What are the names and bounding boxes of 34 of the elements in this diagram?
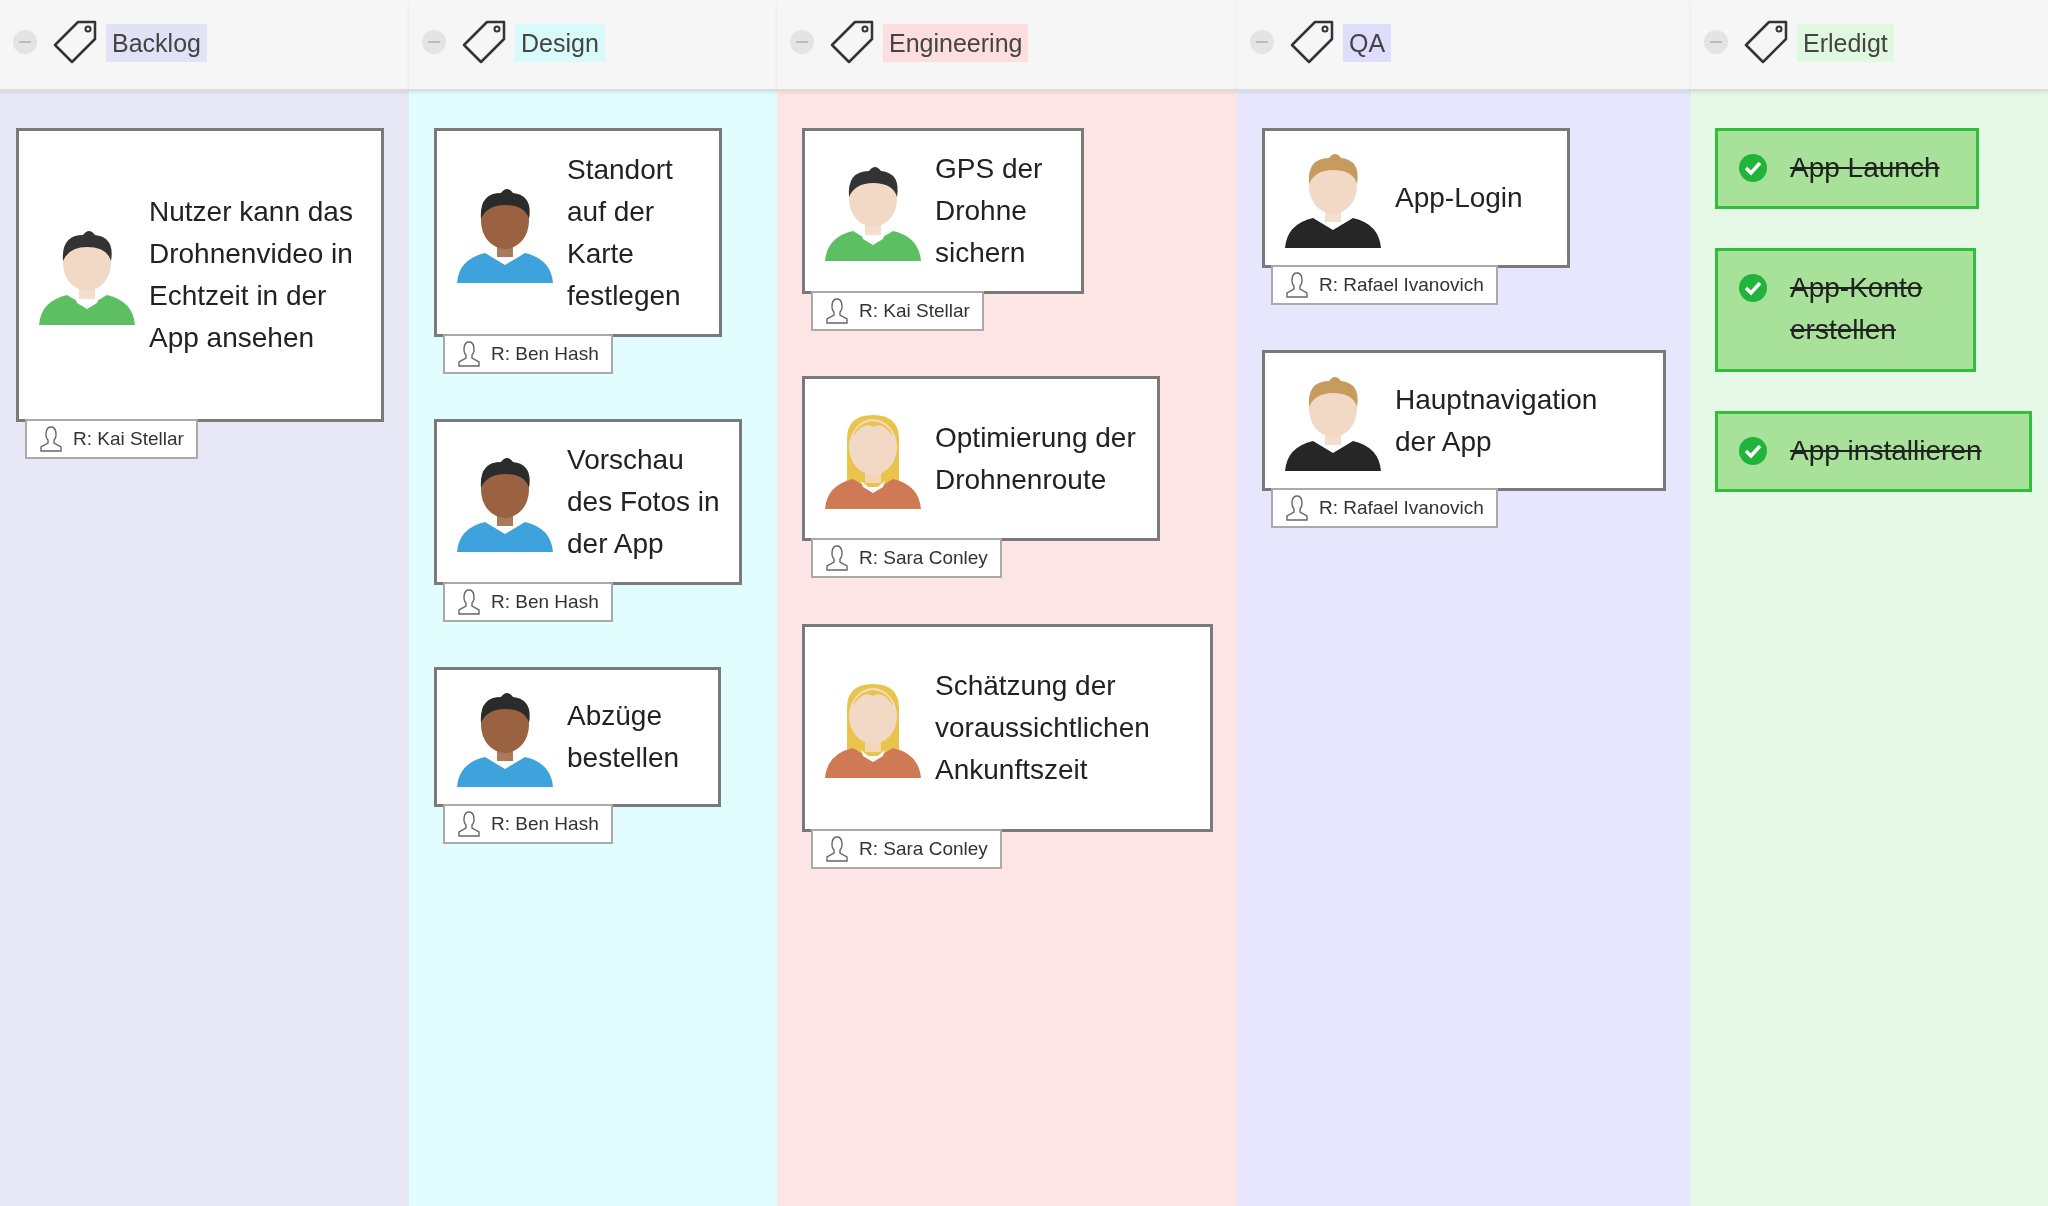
done-card (1715, 248, 1976, 372)
column-heading: Erledigt (1797, 24, 1894, 62)
column-heading: Engineering (883, 24, 1029, 62)
assignee-name: R: Sara Conley (859, 838, 988, 860)
column-band (1237, 0, 1691, 1206)
done-card (1715, 411, 2032, 492)
card-title: App installieren (1790, 434, 1983, 468)
card-title: Vorschau des Fotos in der App (567, 443, 721, 561)
assignee-name: R: Rafael Ivanovich (1319, 497, 1484, 519)
column-band (0, 0, 409, 1206)
card-title: Hauptnavigation der App (1395, 382, 1599, 459)
card-title: App-Konto erstellen (1790, 271, 1924, 347)
card-title: Optimierung der Drohnenroute (935, 420, 1137, 497)
column-band (1691, 0, 2048, 1206)
card-title: Nutzer kann das Drohnenvideo in Echtzeit in der App ansehen (149, 195, 354, 355)
assignee-name: R: Kai Stellar (73, 428, 184, 450)
column-heading: QA (1343, 24, 1392, 62)
card-title: App-Login (1395, 181, 1524, 215)
column-band (409, 0, 777, 1206)
card-title: GPS der Drohne sichern (935, 152, 1044, 270)
card-title: Abzüge bestellen (567, 699, 681, 775)
card-title: Standort auf der Karte festlegen (567, 152, 682, 313)
column-heading: Backlog (106, 24, 207, 62)
assignee-name: R: Ben Hash (491, 813, 599, 835)
card-title: App Launch (1790, 151, 1941, 185)
done-card (1715, 128, 1979, 209)
assignee-name: R: Ben Hash (491, 343, 599, 365)
column-heading: Design (515, 24, 605, 62)
assignee-name: R: Sara Conley (859, 547, 988, 569)
card-title: Schätzung der voraussichtlichen Ankunftszeit (935, 669, 1151, 787)
assignee-name: R: Ben Hash (491, 591, 599, 613)
column-band (777, 0, 1237, 1206)
assignee-name: R: Kai Stellar (859, 300, 970, 322)
assignee-name: R: Rafael Ivanovich (1319, 274, 1484, 296)
